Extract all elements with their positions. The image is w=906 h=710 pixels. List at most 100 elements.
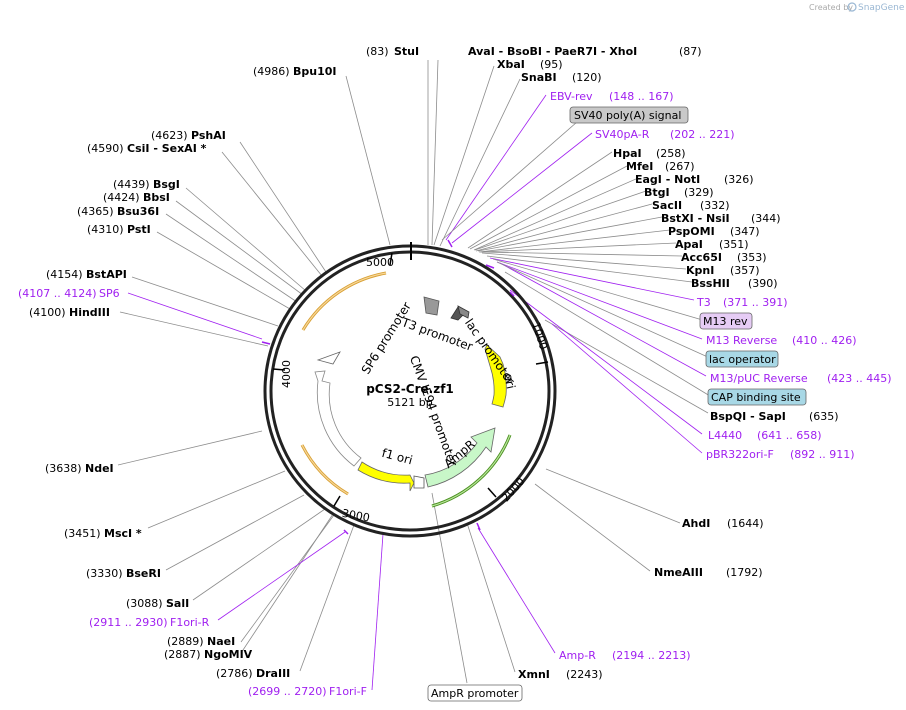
svg-text:F1ori-F: F1ori-F (329, 685, 367, 698)
svg-text:(371 .. 391): (371 .. 391) (723, 296, 788, 309)
svg-text:SV40 poly(A) signal: SV40 poly(A) signal (574, 109, 681, 122)
svg-text:NmeAIII: NmeAIII (654, 566, 703, 579)
primer-leader-lines (127, 94, 707, 691)
lac-promoter-feature (457, 305, 470, 319)
svg-text:(1644): (1644) (727, 517, 764, 530)
primer-labels: EBV-rev (148 .. 167) SV40pA-R (202 .. 22… (18, 90, 892, 698)
svg-text:PstI: PstI (127, 223, 151, 236)
svg-text:MscI *: MscI * (104, 527, 142, 540)
svg-text:(2243): (2243) (566, 668, 603, 681)
svg-text:(2887): (2887) (164, 648, 201, 661)
tick-label-5000: 5000 (366, 256, 394, 269)
ori-feature (484, 344, 507, 408)
svg-text:(3451): (3451) (64, 527, 101, 540)
svg-text:AmpR promoter: AmpR promoter (431, 687, 519, 700)
site-name-stui: StuI (394, 45, 419, 58)
svg-text:(410 .. 426): (410 .. 426) (792, 334, 857, 347)
f1-ori-feature (357, 461, 415, 492)
svg-text:BssHII: BssHII (691, 277, 730, 290)
svg-text:XmnI: XmnI (518, 668, 550, 681)
svg-text:SP6: SP6 (99, 287, 120, 300)
svg-text:BspQI - SapI: BspQI - SapI (710, 410, 786, 423)
svg-text:BstXI - NsiI: BstXI - NsiI (661, 212, 730, 225)
svg-text:(390): (390) (748, 277, 778, 290)
boxed-feature-labels: SV40 poly(A) signal M13 rev lac operator… (427, 106, 807, 702)
svg-text:CAP binding site: CAP binding site (711, 391, 801, 404)
ampr-promoter-box (427, 684, 523, 702)
svg-text:(4424): (4424) (103, 191, 140, 204)
sp6-promoter-label: SP6 promoter (359, 300, 414, 377)
svg-text:(87): (87) (679, 45, 702, 58)
svg-text:(4310): (4310) (87, 223, 124, 236)
svg-text:HpaI: HpaI (613, 147, 642, 160)
svg-text:(4154): (4154) (46, 268, 83, 281)
sp6-promoter-feature (316, 351, 341, 365)
svg-text:HindIII: HindIII (69, 306, 110, 319)
svg-text:(423 .. 445): (423 .. 445) (827, 372, 892, 385)
svg-text:(120): (120) (572, 71, 602, 84)
svg-text:NgoMIV: NgoMIV (204, 648, 253, 661)
svg-text:NdeI: NdeI (85, 462, 114, 475)
ampr-feature (424, 427, 496, 488)
boxed-leader-lines (441, 121, 711, 397)
svg-text:(148 .. 167): (148 .. 167) (609, 90, 674, 103)
f1-ori-label: f1 ori (380, 446, 414, 468)
svg-text:(2699 .. 2720): (2699 .. 2720) (248, 685, 327, 698)
svg-text:(3330): (3330) (86, 567, 123, 580)
svg-text:MfeI: MfeI (626, 160, 653, 173)
svg-text:(332): (332) (700, 199, 730, 212)
sv40-polya-feature (423, 296, 440, 316)
sv40-box (569, 106, 689, 124)
ampr-promoter-feature (413, 475, 425, 489)
svg-text:AhdI: AhdI (682, 517, 710, 530)
svg-text:Amp-R: Amp-R (559, 649, 596, 662)
svg-text:BbsI: BbsI (143, 191, 170, 204)
t3-promoter-label: T3 promoter (399, 315, 475, 354)
site-pos: (83) (366, 45, 389, 58)
site-labels-left: (83) StuI (4986) Bpu10I (4623) PshAI (45… (29, 45, 419, 680)
ori-label: ori (501, 372, 518, 390)
svg-text:SacII: SacII (652, 199, 682, 212)
svg-text:DraIII: DraIII (256, 667, 290, 680)
svg-text:(351): (351) (719, 238, 749, 251)
svg-text:EBV-rev: EBV-rev (550, 90, 593, 103)
svg-text:SalI: SalI (166, 597, 189, 610)
svg-text:(267): (267) (665, 160, 695, 173)
site-leader-lines (117, 59, 709, 684)
svg-text:(4107 .. 4124): (4107 .. 4124) (18, 287, 97, 300)
svg-text:(2889): (2889) (167, 635, 204, 648)
cap-binding-box (707, 388, 807, 406)
svg-text:BsgI: BsgI (153, 178, 180, 191)
svg-text:PspOMI: PspOMI (668, 225, 715, 238)
svg-text:M13 rev: M13 rev (703, 315, 748, 328)
svg-text:(344): (344) (751, 212, 781, 225)
svg-text:(4365): (4365) (77, 205, 114, 218)
svg-text:(4439): (4439) (113, 178, 150, 191)
svg-text:Bsu36I: Bsu36I (117, 205, 159, 218)
svg-text:(4986): (4986) (253, 65, 290, 78)
svg-text:PshAI: PshAI (191, 129, 226, 142)
svg-text:lac operator: lac operator (709, 353, 776, 366)
svg-text:BstAPI: BstAPI (86, 268, 127, 281)
svg-text:(3638): (3638) (45, 462, 82, 475)
site-labels-right: AvaI - BsoBI - PaeR7I - XhoI (87) XbaI (… (468, 45, 839, 681)
svg-text:(4100): (4100) (29, 306, 66, 319)
svg-text:KpnI: KpnI (686, 264, 714, 277)
svg-text:(892 .. 911): (892 .. 911) (790, 448, 855, 461)
cmv-promoter-label: CMV IE94 promoter (407, 354, 460, 468)
svg-text:NaeI: NaeI (207, 635, 235, 648)
svg-text:(357): (357) (730, 264, 760, 277)
svg-text:(641 .. 658): (641 .. 658) (757, 429, 822, 442)
svg-text:(353): (353) (737, 251, 767, 264)
svg-text:(326): (326) (724, 173, 754, 186)
svg-text:(2786): (2786) (216, 667, 253, 680)
plasmid-length: 5121 bp (387, 396, 432, 409)
svg-text:(95): (95) (540, 58, 563, 71)
svg-text:(202 .. 221): (202 .. 221) (670, 128, 735, 141)
tick-label-1000: 1000 (529, 321, 550, 352)
cmv-promoter-feature (314, 370, 362, 467)
plasmid-name: pCS2-Cre.zf1 (366, 382, 454, 396)
svg-text:T3: T3 (696, 296, 711, 309)
backbone-marks (261, 239, 515, 535)
svg-text:SnaBI: SnaBI (521, 71, 557, 84)
